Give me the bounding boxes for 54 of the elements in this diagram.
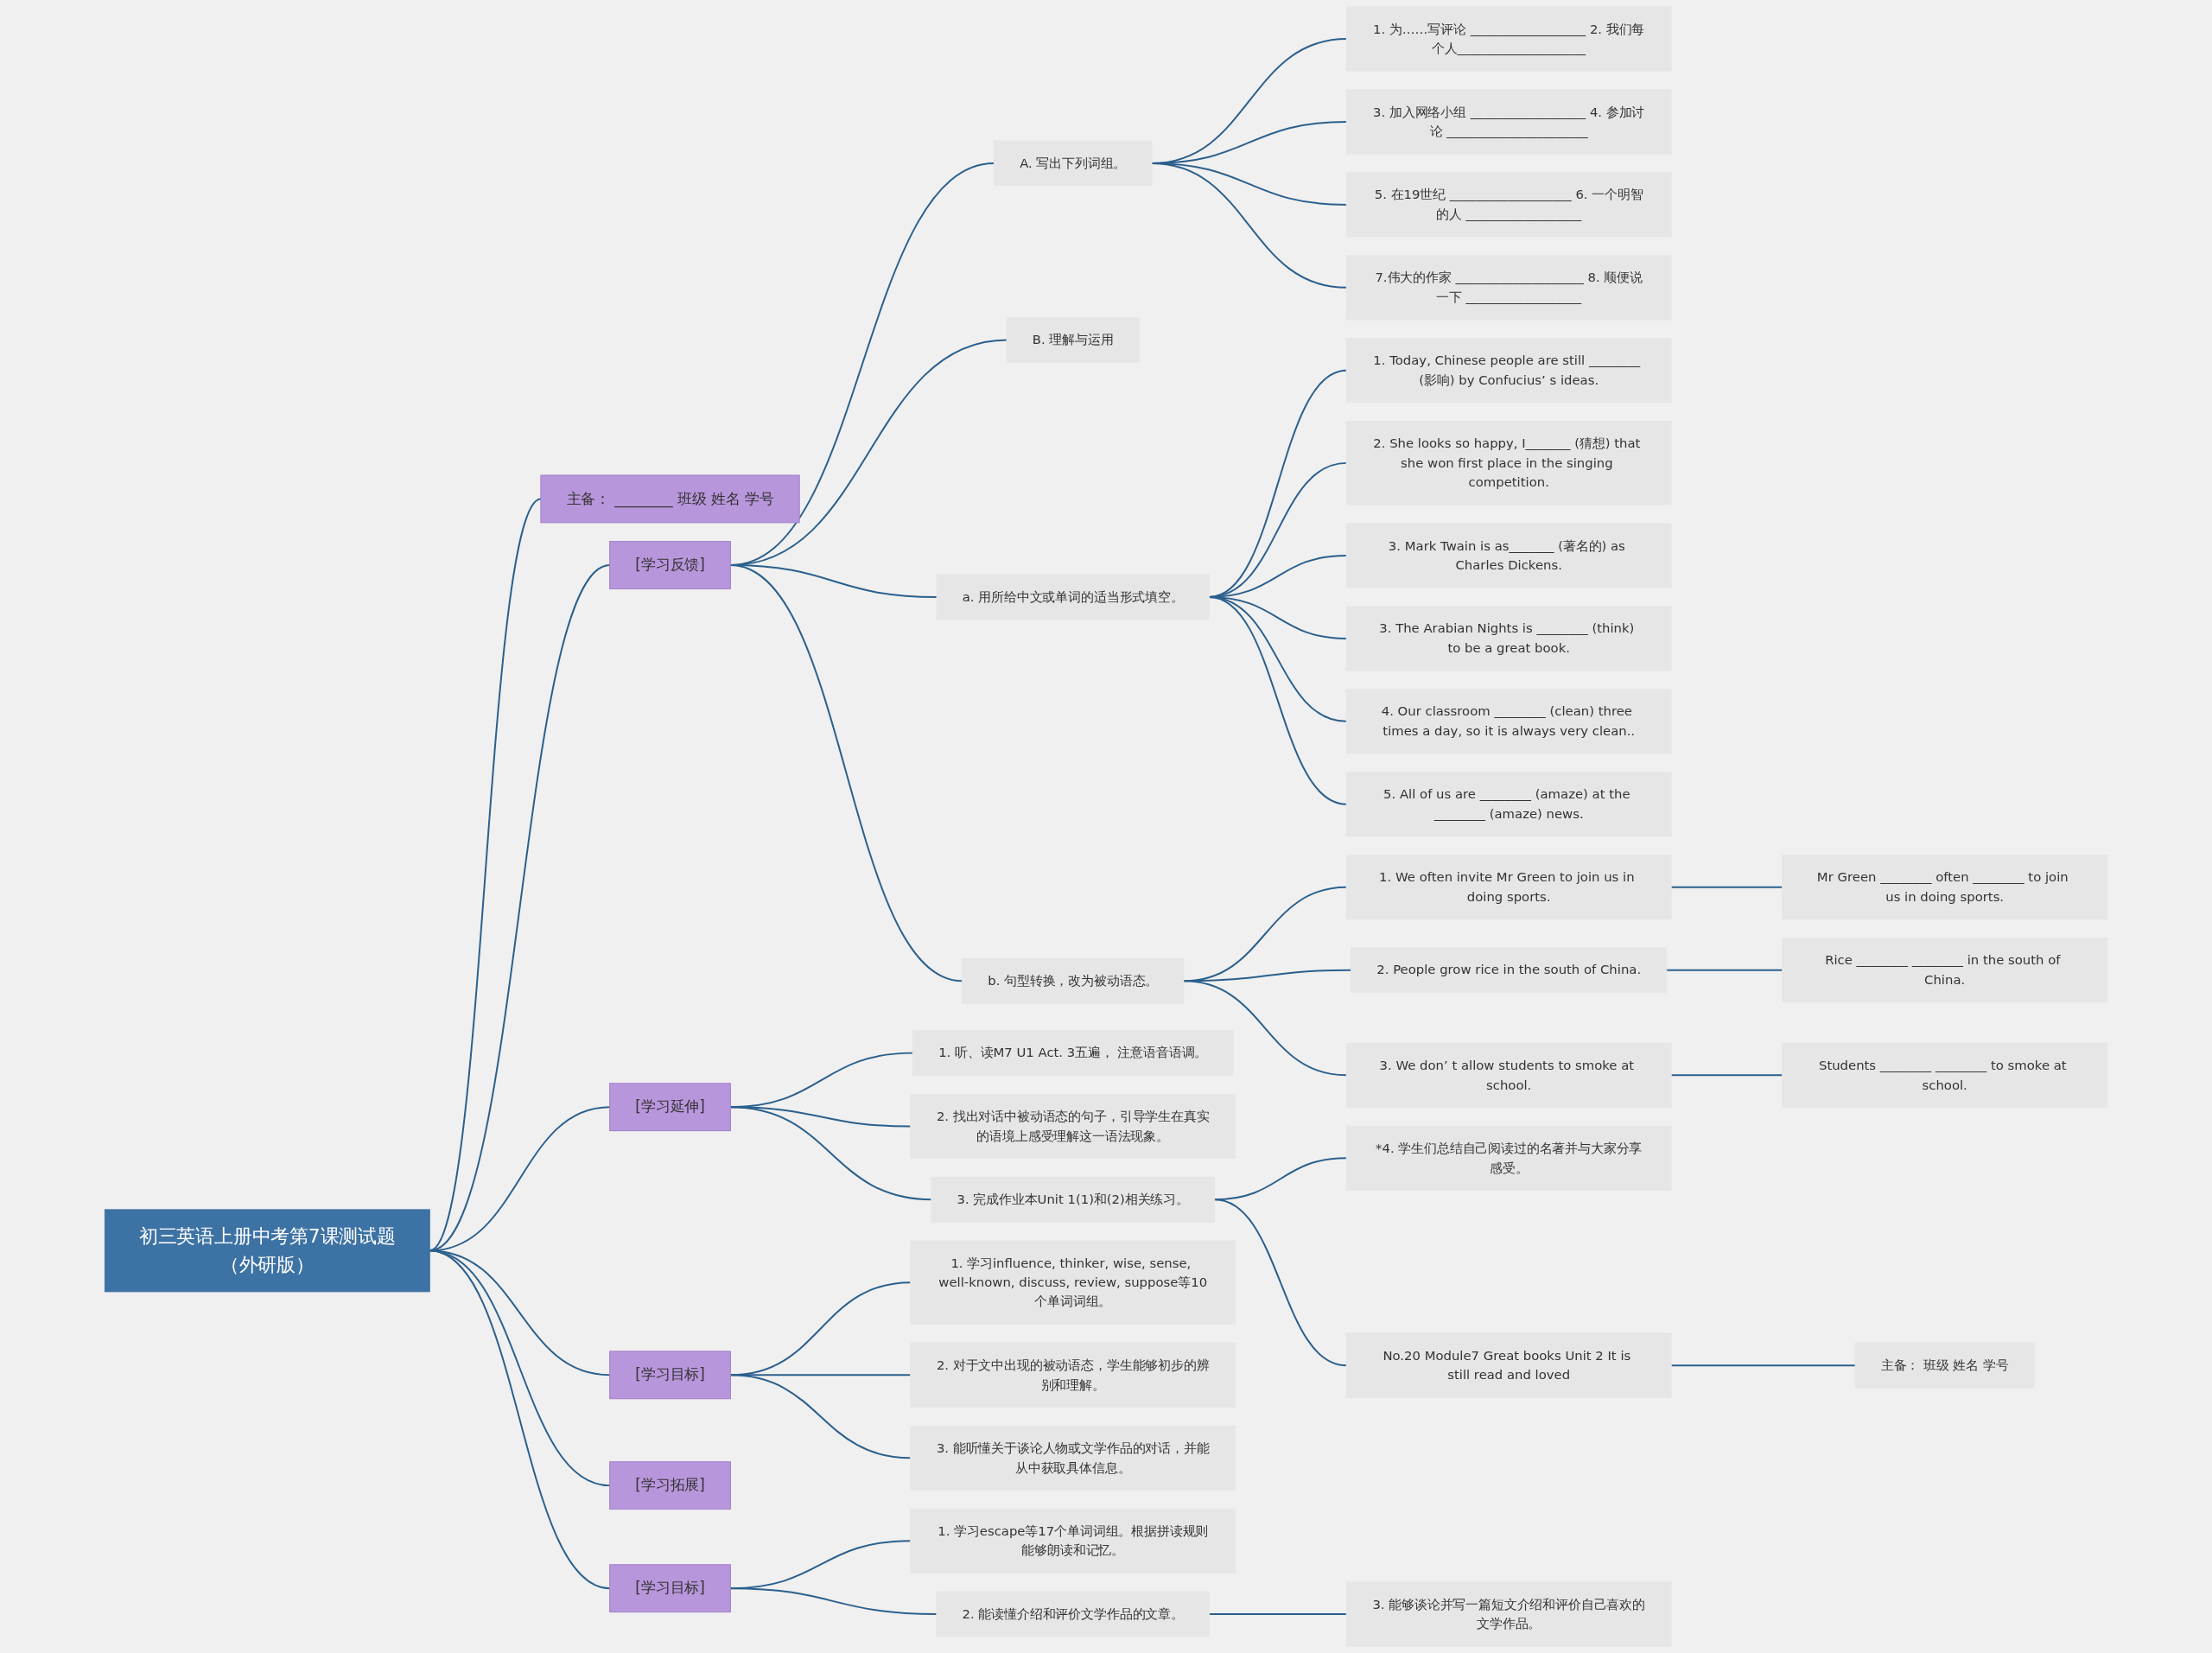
node-box: No.20 Module7 Great books Unit 2 It is still read and loved (1345, 1332, 1672, 1398)
node-box: A. 写出下列词组。 (993, 140, 1153, 187)
node-box: [学习目标] (609, 1564, 731, 1613)
node-box: 2. She looks so happy, I_______ (猜想) that she won first place in the singing competition. (1345, 421, 1672, 505)
connector (729, 1587, 938, 1615)
node-box: 3. 能够谈论并写一篇短文介绍和评价自己喜欢的文学作品。 (1345, 1581, 1672, 1647)
connector (1208, 595, 1348, 805)
connector (429, 1249, 611, 1487)
node-box: *4. 学生们总结自己阅读过的名著并与大家分享感受。 (1345, 1125, 1672, 1191)
connector (729, 1106, 932, 1201)
node-box: 7.伟大的作家 ____________________ 8. 顺便说一下 __________________ (1345, 255, 1672, 321)
node-box: [学习反馈] (609, 541, 731, 589)
connector (429, 1249, 611, 1590)
node-box: 1. 为……写评论 __________________ 2. 我们每个人____________________ (1345, 6, 1672, 72)
node-box: 3. We don’ t allow students to smoke at school. (1345, 1042, 1672, 1108)
node-box: 5. 在19世纪 ___________________ 6. 一个明智的人 __________________ (1345, 172, 1672, 238)
node-box: 2. 能读懂介绍和评价文学作品的文章。 (936, 1591, 1211, 1637)
node-box: [学习拓展] (609, 1461, 731, 1510)
connector (729, 1374, 912, 1459)
connector (1151, 162, 1348, 289)
connector (1208, 1613, 1348, 1615)
connector (1182, 980, 1348, 1077)
connector (1670, 1364, 1857, 1367)
node-box: a. 用所给中文或单词的适当形式填空。 (936, 574, 1210, 620)
connector (1670, 886, 1783, 888)
node-box: Students ________ ________ to smoke at school. (1782, 1042, 2108, 1108)
connector (1213, 1198, 1348, 1367)
node-box: b. 句型转换，改为被动语态。 (962, 957, 1185, 1004)
node-box: 1. 学习escape等17个单词词组。根据拼读规则能够朗读和记忆。 (910, 1508, 1236, 1574)
node-box: 2. People grow rice in the south of China. (1351, 947, 1668, 994)
connector (1665, 969, 1783, 971)
node-box: 3. Mark Twain is as_______ (著名的) as Charles Dickens. (1345, 523, 1672, 588)
node-box: 3. 加入网络小组 __________________ 4. 参加讨论 ______________________ (1345, 89, 1672, 155)
node-box: Mr Green ________ often ________ to join us in doing sports. (1782, 855, 2108, 920)
node-box: 3. The Arabian Nights is ________ (think) to be a great book. (1345, 606, 1672, 671)
node-box: B. 理解与运用 (1006, 316, 1140, 363)
node-box: 初三英语上册中考第7课测试题（外研版） (104, 1209, 430, 1293)
node-box: 1. 听、读M7 U1 Act. 3五遍， 注意语音语调。 (912, 1030, 1234, 1077)
node-box: 4. Our classroom ________ (clean) three times a day, so it is always very clean.. (1345, 689, 1672, 754)
node-box: [学习目标] (609, 1351, 731, 1400)
node-box: 2. 对于文中出现的被动语态，学生能够初步的辨别和理解。 (910, 1342, 1236, 1408)
node-box: 1. Today, Chinese people are still ________ (影响) by Confucius’ s ideas. (1345, 338, 1672, 404)
node-box: 1. 学习influence, thinker, wise, sense, well-known, discuss, review, suppose等10个单词词组。 (910, 1240, 1236, 1325)
connector (1670, 1074, 1783, 1077)
node-box: 1. We often invite Mr Green to join us in doing sports. (1345, 855, 1672, 920)
node-box: 3. 能听懂关于谈论人物或文学作品的对话，并能从中获取具体信息。 (910, 1425, 1236, 1491)
node-box: 主备： 班级 姓名 学号 (1854, 1342, 2035, 1389)
node-box: 主备： ________ 班级 姓名 学号 (540, 474, 800, 524)
node-box: [学习延伸] (609, 1083, 731, 1132)
node-box: 5. All of us are ________ (amaze) at the ________ (amaze) news. (1345, 772, 1672, 837)
node-box: 2. 找出对话中被动语态的句子，引导学生在真实的语境上感受理解这一语法现象。 (910, 1093, 1236, 1160)
connector (729, 564, 963, 982)
node-box: Rice ________ ________ in the south of China. (1782, 938, 2108, 1003)
node-box: 3. 完成作业本Unit 1(1)和(2)相关练习。 (931, 1176, 1216, 1223)
